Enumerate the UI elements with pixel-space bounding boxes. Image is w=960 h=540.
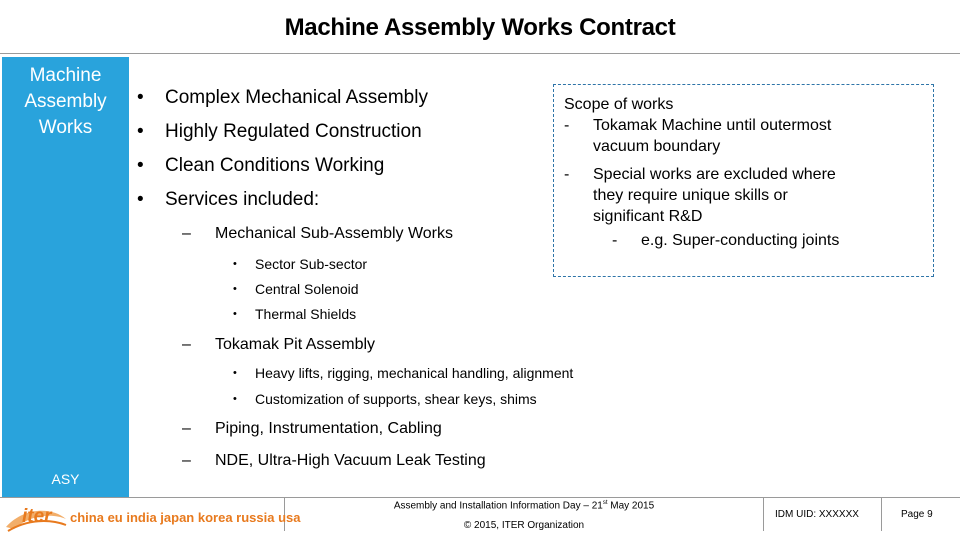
bullet-marker: • xyxy=(233,308,237,320)
bullet-text: Customization of supports, shear keys, s… xyxy=(255,391,537,407)
bullet-marker: • xyxy=(233,367,237,379)
scope-sub-item: e.g. Super-conducting joints xyxy=(641,232,840,249)
idm-uid: IDM UID: XXXXXX xyxy=(775,509,859,520)
scope-item-line: significant R&D xyxy=(593,208,703,225)
scope-item-line: vacuum boundary xyxy=(593,138,721,155)
bullet-text: Complex Mechanical Assembly xyxy=(165,87,428,108)
logo-members: china eu india japan korea russia usa xyxy=(70,510,301,525)
sidebar-title-line: Assembly xyxy=(24,91,107,112)
event-text: Assembly and Installation Information Da… xyxy=(393,500,603,512)
scope-marker: - xyxy=(564,166,570,183)
bullet-marker: • xyxy=(137,155,144,176)
title-divider xyxy=(0,53,960,54)
scope-marker: - xyxy=(564,117,570,134)
bullet-marker: • xyxy=(137,189,144,210)
bullet-text: Thermal Shields xyxy=(255,306,357,322)
bullet-text: Tokamak Pit Assembly xyxy=(215,336,376,353)
slide-title: Machine Assembly Works Contract xyxy=(284,14,676,41)
sidebar-code: ASY xyxy=(51,471,80,487)
footer-separator xyxy=(881,497,882,531)
sidebar-title-line: Machine xyxy=(29,65,102,86)
bullet-text: Mechanical Sub-Assembly Works xyxy=(215,225,454,242)
event-line: Assembly and Installation Information Da… xyxy=(285,500,763,511)
bullet-text: Heavy lifts, rigging, mechanical handlin… xyxy=(255,365,574,381)
scope-item-line: Special works are excluded where xyxy=(593,166,836,183)
logo-word: iter xyxy=(22,506,52,527)
sidebar-panel: Machine Assembly Works ASY xyxy=(2,57,129,498)
bullet-marker: – xyxy=(182,452,191,469)
bullet-text: NDE, Ultra-High Vacuum Leak Testing xyxy=(215,452,486,469)
bullet-text: Highly Regulated Construction xyxy=(165,121,422,142)
sidebar-title: Machine Assembly Works xyxy=(2,63,129,141)
footer-separator xyxy=(763,497,764,531)
bullet-marker: • xyxy=(233,393,237,405)
sidebar-title-line: Works xyxy=(38,117,93,138)
bullet-marker: • xyxy=(233,258,237,270)
event-sup: st xyxy=(602,500,608,506)
bullet-marker: • xyxy=(137,87,144,108)
scope-heading: Scope of works xyxy=(564,96,674,113)
scope-of-works-box: Scope of works - Tokamak Machine until o… xyxy=(553,84,934,277)
event-date: May 2015 xyxy=(607,500,655,512)
logo-swoosh-icon xyxy=(6,510,67,532)
page-number: Page 9 xyxy=(901,509,933,520)
bullet-marker: – xyxy=(182,225,191,242)
bullet-text: Clean Conditions Working xyxy=(165,155,385,176)
bullet-text: Services included: xyxy=(165,189,320,210)
scope-sub-marker: - xyxy=(612,232,618,249)
bullet-marker: – xyxy=(182,336,191,353)
bullet-marker: • xyxy=(137,121,144,142)
bullet-text: Sector Sub-sector xyxy=(255,256,368,272)
bullet-marker: – xyxy=(182,420,191,437)
footer-divider xyxy=(0,497,960,498)
scope-item-line: Tokamak Machine until outermost xyxy=(593,117,832,134)
copyright: © 2015, ITER Organization xyxy=(463,520,585,531)
footer-separator xyxy=(284,497,285,531)
bullet-text: Central Solenoid xyxy=(255,281,359,297)
bullet-text: Piping, Instrumentation, Cabling xyxy=(215,420,442,437)
scope-item-line: they require unique skills or xyxy=(593,187,788,204)
bullet-marker: • xyxy=(233,283,237,295)
